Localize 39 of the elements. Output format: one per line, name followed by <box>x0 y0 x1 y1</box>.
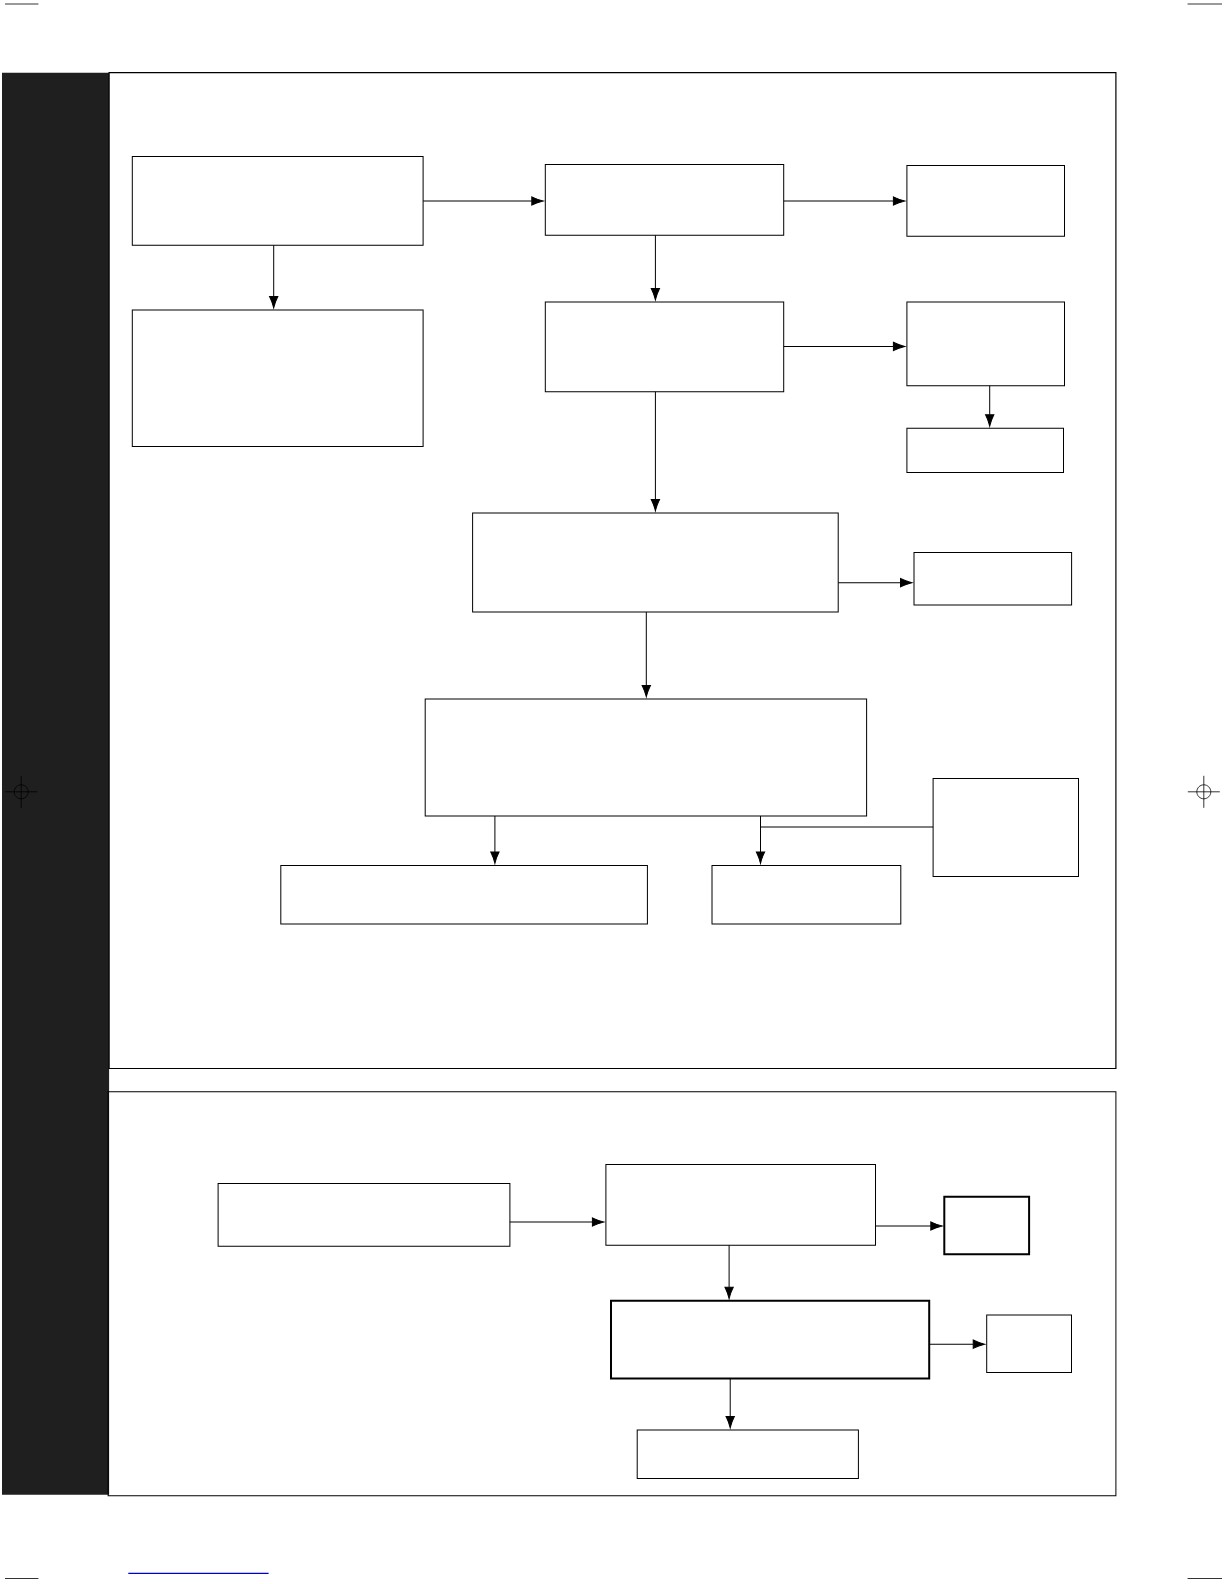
process-box <box>913 551 1073 606</box>
arrow <box>490 815 500 864</box>
arrow <box>875 1221 943 1231</box>
arrow <box>783 341 906 352</box>
process-box <box>906 301 1065 387</box>
process-box <box>906 165 1065 237</box>
arrow <box>422 196 544 206</box>
panel-frame <box>108 72 1117 1070</box>
arrow <box>755 826 766 864</box>
process-box <box>544 301 785 393</box>
arrow <box>928 1339 986 1349</box>
arrow <box>783 196 906 206</box>
arrow <box>650 234 661 301</box>
process-box <box>610 1299 931 1380</box>
line <box>760 815 761 828</box>
branch-line <box>760 826 934 828</box>
process-box <box>544 164 785 236</box>
process-box <box>711 865 902 925</box>
process-box <box>280 865 648 925</box>
process-box <box>131 309 424 447</box>
arrow <box>724 1244 734 1300</box>
process-box <box>932 778 1079 878</box>
process-box <box>131 156 424 246</box>
panel-frame <box>107 1091 1117 1497</box>
arrow <box>509 1217 605 1227</box>
arrow <box>985 385 995 427</box>
process-box <box>424 698 868 817</box>
process-box <box>636 1429 859 1479</box>
process-box <box>943 1195 1031 1256</box>
arrow <box>650 391 661 512</box>
process-box <box>472 512 839 613</box>
process-box <box>986 1314 1072 1373</box>
process-box <box>605 1163 876 1246</box>
arrow <box>725 1378 735 1429</box>
arrow <box>837 578 913 588</box>
arrow <box>641 611 651 698</box>
process-box <box>906 427 1064 474</box>
process-box <box>217 1183 511 1247</box>
arrow <box>269 244 279 309</box>
